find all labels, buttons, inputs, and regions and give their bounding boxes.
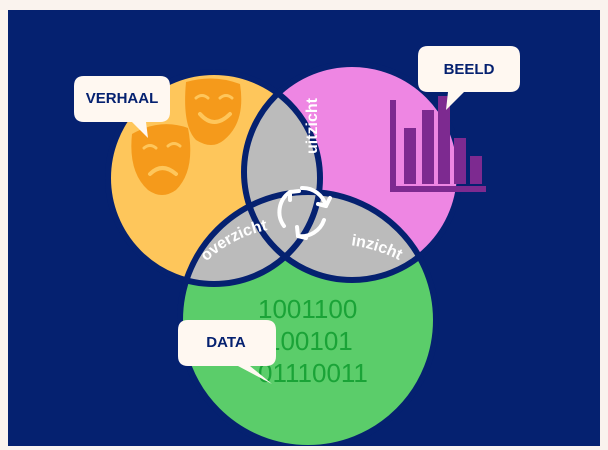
binary-line: 01110011 xyxy=(258,358,368,388)
binary-digits: 1001100 100101 01110011 xyxy=(258,294,368,388)
binary-line: 1001100 xyxy=(258,294,357,324)
beeld-bubble: BEELD xyxy=(418,46,520,110)
data-outline xyxy=(177,189,439,446)
overlap-verhaal-data xyxy=(180,192,320,284)
theatre-masks-icon xyxy=(131,78,242,195)
beeld-label: BEELD xyxy=(444,61,495,78)
verhaal-label: VERHAAL xyxy=(86,90,159,107)
data-label: DATA xyxy=(206,334,246,351)
binary-line: 100101 xyxy=(266,326,353,356)
bar-chart-icon xyxy=(390,96,486,192)
verhaal-outline xyxy=(105,69,323,287)
uitzicht-label: uitzicht xyxy=(304,97,321,154)
refresh-cycle-icon xyxy=(277,185,332,240)
verhaal-bubble: VERHAAL xyxy=(74,76,170,138)
data-bubble: DATA xyxy=(178,320,276,384)
overlap-beeld-data xyxy=(244,192,436,280)
